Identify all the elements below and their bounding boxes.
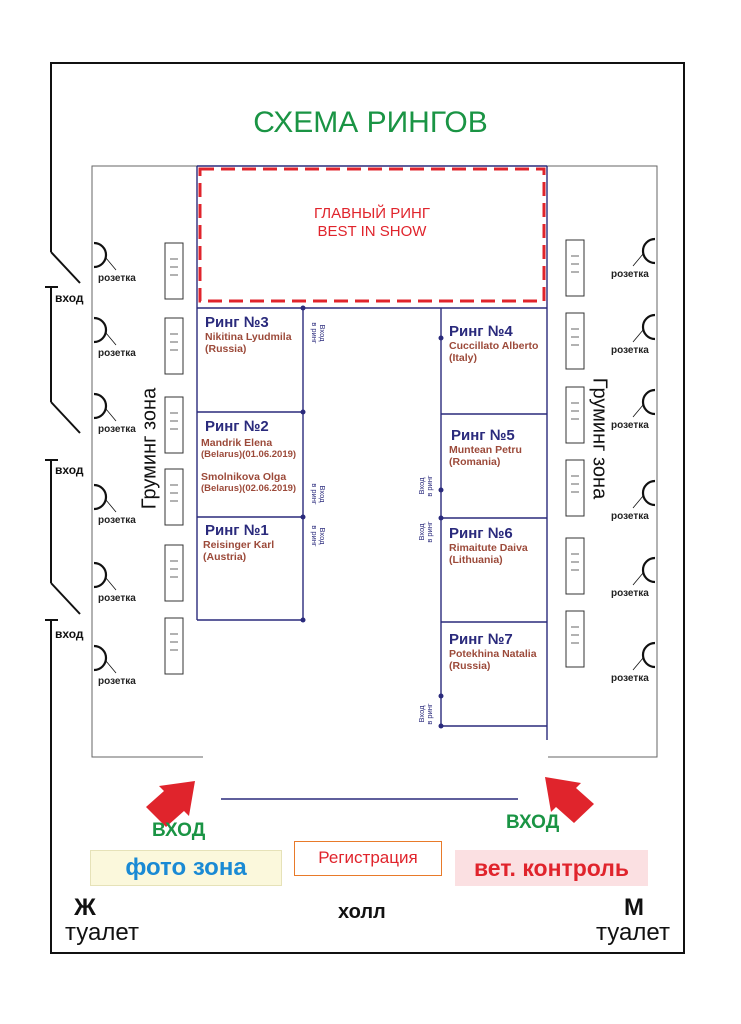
page-title: СХЕМА РИНГОВ [253, 106, 488, 139]
grooming-tables [164, 239, 585, 675]
outer-wall [45, 62, 685, 954]
socket-label: розетка [611, 269, 649, 280]
main-ring-line2: BEST IN SHOW [317, 223, 427, 240]
side-door-label: вход [55, 291, 84, 305]
socket-label: розетка [611, 345, 649, 356]
main-ring-label: ГЛАВНЫЙ РИНГ BEST IN SHOW [200, 205, 544, 241]
hall-label: холл [338, 901, 386, 923]
ring-6: Ринг №6 Rimaitute Daiva (Lithuania) [449, 525, 528, 566]
ring-3: Ринг №3 Nikitina Lyudmila (Russia) [205, 314, 292, 355]
ring-2-judge-2-country: (Belarus)(02.06.2019) [201, 483, 297, 494]
ring-5-judge-country: (Romania) [449, 456, 501, 468]
ring-3-judge: Nikitina Lyudmila [205, 331, 292, 343]
socket-leaders [105, 253, 644, 674]
vet-control: вет. контроль [455, 850, 648, 886]
ring-5-judge: Muntean Petru [449, 444, 522, 456]
socket-label: розетка [611, 420, 649, 431]
socket-label: розетка [98, 348, 136, 359]
ring-6-name: Ринг №6 [449, 525, 513, 542]
ring-1: Ринг №1 Reisinger Karl (Austria) [203, 522, 274, 563]
socket-label: розетка [611, 511, 649, 522]
ring-2-judge-1: Mandrik Elena [201, 437, 273, 449]
ring-4-name: Ринг №4 [449, 323, 513, 340]
socket-label: розетка [98, 593, 136, 604]
entrance-left-label: ВХОД [152, 820, 206, 841]
ring-7-judge: Potekhina Natalia [449, 648, 537, 660]
ring-3-judge-country: (Russia) [205, 343, 247, 355]
ring-6-judge-country: (Lithuania) [449, 554, 503, 566]
registration-box: Регистрация [294, 841, 442, 876]
toilet-men-letter: М [624, 894, 644, 921]
entrance-arrows [146, 777, 594, 827]
main-ring-line1: ГЛАВНЫЙ РИНГ [314, 205, 430, 222]
ring-4-judge: Cuccillato Alberto [449, 340, 539, 352]
toilet-men: М туалет [590, 894, 676, 946]
inner-wall [91, 165, 658, 758]
socket-label: розетка [611, 588, 649, 599]
photo-zone: фото зона [90, 850, 282, 886]
entrance-right-label: ВХОД [506, 812, 560, 833]
ring-5-name: Ринг №5 [451, 427, 515, 444]
ring-4: Ринг №4 Cuccillato Alberto (Italy) [449, 323, 538, 364]
ring-6-judge: Rimaitute Daiva [449, 542, 528, 554]
ring-2-name: Ринг №2 [205, 418, 269, 435]
ring-1-name: Ринг №1 [205, 522, 269, 539]
main-ring-frame [198, 167, 546, 303]
ring-2: Ринг №2 Mandrik Elena (Belarus)(01.06.20… [201, 418, 296, 495]
socket-label: розетка [98, 424, 136, 435]
side-door-label: вход [55, 627, 84, 641]
registration-label: Регистрация [318, 848, 418, 867]
ring-7: Ринг №7 Potekhina Natalia (Russia) [449, 631, 537, 672]
grooming-zone-right: Груминг зона [588, 377, 611, 500]
socket-icons [93, 237, 656, 672]
ring-2-judge-2: Smolnikova Olga [201, 471, 287, 483]
socket-label: розетка [611, 673, 649, 684]
socket-label: розетка [98, 273, 136, 284]
side-door-label: вход [55, 463, 84, 477]
ring-7-name: Ринг №7 [449, 631, 513, 648]
ring-7-judge-country: (Russia) [449, 660, 491, 672]
ring-4-judge-country: (Italy) [449, 352, 478, 364]
ring-posts [300, 305, 444, 729]
ring-1-judge-country: (Austria) [203, 551, 247, 563]
socket-label: розетка [98, 515, 136, 526]
ring-2-judge-1-country: (Belarus)(01.06.2019) [201, 449, 297, 460]
ring-3-name: Ринг №3 [205, 314, 269, 331]
ring-5: Ринг №5 Muntean Petru (Romania) [449, 427, 522, 468]
grooming-zone-left: Груминг зона [138, 387, 161, 510]
toilet-women-letter: Ж [74, 894, 96, 921]
toilet-men-label: туалет [596, 919, 670, 946]
table-marks [170, 255, 579, 651]
vet-control-label: вет. контроль [473, 855, 630, 881]
socket-label: розетка [98, 676, 136, 687]
toilet-women: Ж туалет [60, 894, 144, 946]
photo-zone-label: фото зона [125, 854, 247, 881]
ring-1-judge: Reisinger Karl [203, 539, 275, 551]
toilet-women-label: туалет [65, 919, 139, 946]
